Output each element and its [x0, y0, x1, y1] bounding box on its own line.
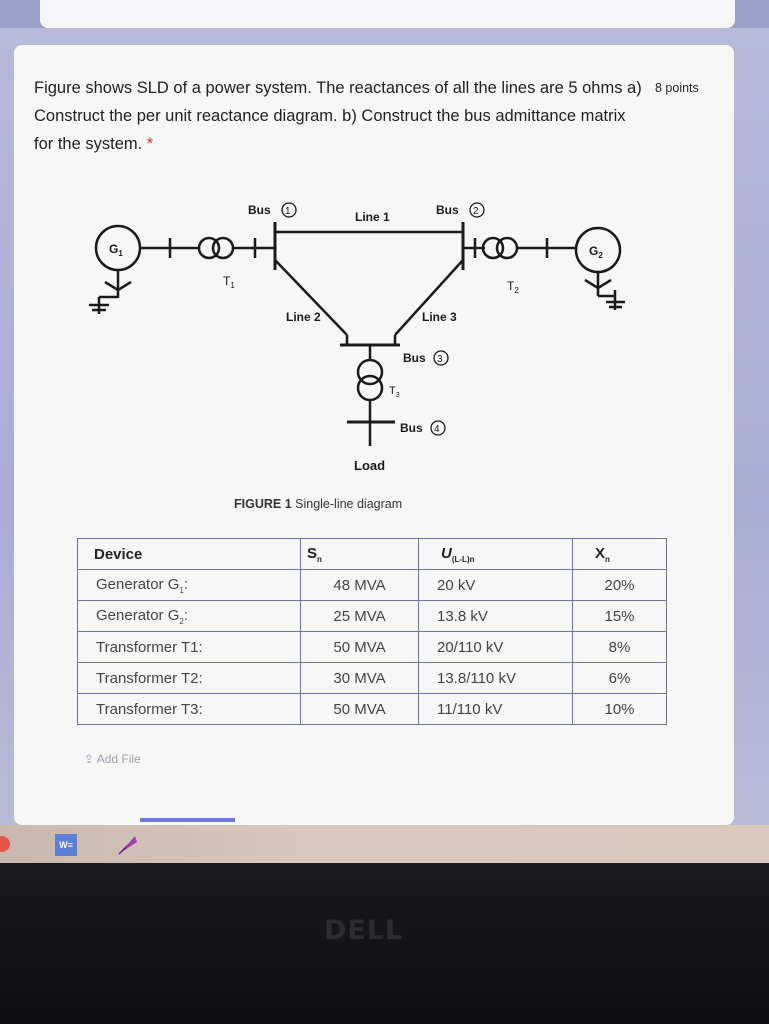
header-x: Xn: [572, 538, 667, 570]
device-cell: Generator G2:: [77, 600, 301, 632]
s-cell: 25 MVA: [300, 600, 419, 632]
x-cell: 10%: [572, 693, 667, 725]
g2-ground-symbol: [584, 272, 625, 310]
s-cell: 48 MVA: [300, 569, 419, 601]
bus-1-label: Bus: [248, 203, 271, 217]
line-2-label: Line 2: [286, 310, 321, 324]
points-label: 8 points: [655, 81, 699, 95]
line-2: [274, 259, 348, 336]
header-s: Sn: [300, 538, 419, 570]
u-cell: 13.8 kV: [418, 600, 573, 632]
t2-coil-a: [481, 236, 505, 260]
figure-caption: FIGURE 1 Single-line diagram: [234, 497, 403, 511]
bus-2-label: Bus: [436, 203, 459, 217]
taskbar-active-indicator: [140, 818, 235, 822]
t1-label: T1: [223, 274, 235, 290]
add-file-label: Add File: [96, 752, 141, 766]
single-line-diagram: G1 T1 T2 G2 T3: [89, 202, 625, 473]
t2-label: T2: [507, 279, 519, 295]
t1-coil-a: [197, 236, 221, 260]
t1-coil-b: [211, 236, 235, 260]
t3-coil-a: [356, 358, 384, 386]
device-table: Device Sn U(L-L)n Xn Generator G1: 48 MV…: [77, 538, 667, 725]
brand-logo: DELL: [324, 915, 404, 946]
feather-app-icon[interactable]: [115, 832, 141, 858]
table-row: Generator G2: 25 MVA 13.8 kV 15%: [77, 600, 667, 632]
t3-coil-b: [356, 374, 384, 402]
t2-coil-b: [495, 236, 519, 260]
add-file-button[interactable]: ⇪ Add File: [84, 752, 141, 766]
line-3-label: Line 3: [422, 310, 457, 324]
s-cell: 30 MVA: [300, 662, 419, 694]
taskbar-app-icon[interactable]: [0, 836, 10, 852]
device-cell: Transformer T2:: [77, 662, 301, 694]
header-device: Device: [77, 538, 301, 570]
table-header-row: Device Sn U(L-L)n Xn: [77, 538, 667, 570]
bus-2-number: 2: [473, 206, 479, 217]
bus-1-number: 1: [285, 206, 291, 217]
device-cell: Transformer T3:: [77, 693, 301, 725]
u-cell: 20 kV: [418, 569, 573, 601]
table-row: Transformer T1: 50 MVA 20/110 kV 8%: [77, 631, 667, 663]
line-3: [394, 259, 464, 336]
load-label: Load: [354, 458, 385, 473]
x-cell: 6%: [572, 662, 667, 694]
device-cell: Transformer T1:: [77, 631, 301, 663]
g2-label: G2: [589, 244, 603, 260]
s-cell: 50 MVA: [300, 631, 419, 663]
bus-4-label: Bus: [400, 421, 423, 435]
header-u: U(L-L)n: [418, 538, 573, 570]
u-cell: 11/110 kV: [418, 693, 573, 725]
device-cell: Generator G1:: [77, 569, 301, 601]
previous-question-card: [40, 0, 735, 28]
x-cell: 15%: [572, 600, 667, 632]
g1-label: G1: [109, 242, 123, 258]
word-app-icon[interactable]: W≡: [55, 834, 77, 856]
table-row: Transformer T2: 30 MVA 13.8/110 kV 6%: [77, 662, 667, 694]
bus-3-number: 3: [437, 354, 443, 365]
monitor-bezel: [0, 863, 769, 1024]
question-text: Figure shows SLD of a power system. The …: [34, 74, 644, 158]
t3-label: T3: [389, 385, 400, 399]
table-row: Transformer T3: 50 MVA 11/110 kV 10%: [77, 693, 667, 725]
u-cell: 13.8/110 kV: [418, 662, 573, 694]
upload-icon: ⇪: [84, 752, 95, 766]
u-cell: 20/110 kV: [418, 631, 573, 663]
line-1-label: Line 1: [355, 210, 390, 224]
bus-4-number: 4: [434, 424, 440, 435]
required-asterisk: *: [146, 135, 154, 153]
table-row: Generator G1: 48 MVA 20 kV 20%: [77, 569, 667, 601]
s-cell: 50 MVA: [300, 693, 419, 725]
x-cell: 8%: [572, 631, 667, 663]
question-body: Figure shows SLD of a power system. The …: [34, 79, 642, 153]
g1-ground-symbol: [89, 270, 132, 314]
x-cell: 20%: [572, 569, 667, 601]
bus-3-label: Bus: [403, 351, 426, 365]
